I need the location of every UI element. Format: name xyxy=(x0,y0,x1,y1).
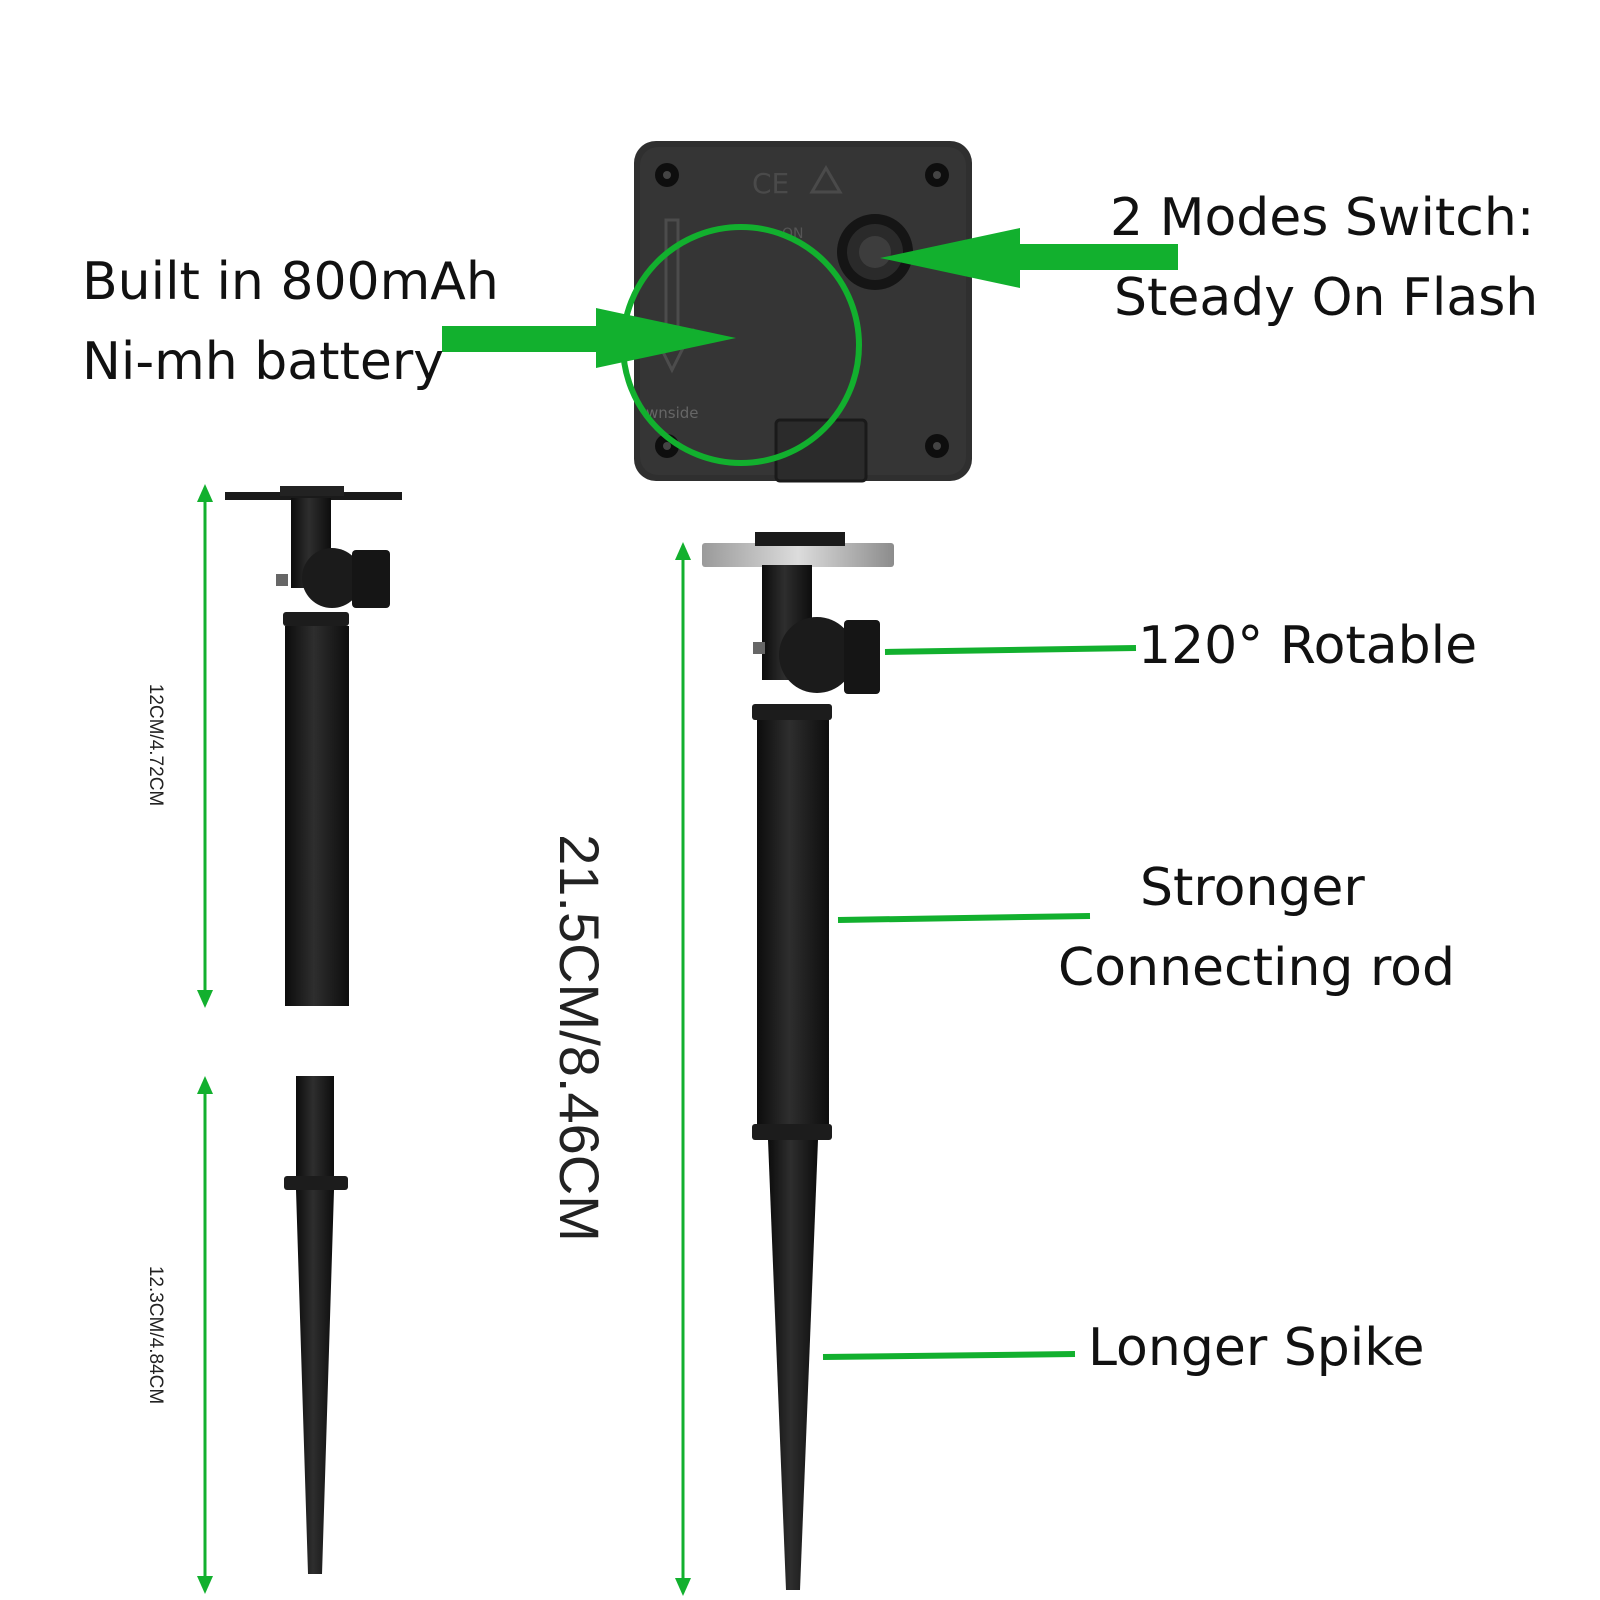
switch-callout-arrow xyxy=(880,228,1178,288)
switch-label-line2: Steady On Flash xyxy=(1114,268,1539,328)
recycle-icon xyxy=(809,165,843,194)
spike-dimension-text: 12.3CM/4.84CM xyxy=(145,1265,166,1405)
rod-label-line2: Connecting rod xyxy=(1058,938,1456,998)
mount-clip xyxy=(774,418,868,483)
screw-icon xyxy=(655,163,679,187)
rotatable-label: 120° Rotable xyxy=(1138,616,1478,676)
spike-label: Longer Spike xyxy=(1088,1318,1425,1378)
battery-label-line1: Built in 800mAh xyxy=(82,252,499,312)
spike-leader-line xyxy=(822,1351,1076,1360)
ce-mark: CE xyxy=(752,167,789,200)
spike-dimension-line xyxy=(197,1076,213,1594)
assembled-stake xyxy=(702,532,894,1590)
mode-switch-button xyxy=(837,214,913,290)
screw-icon xyxy=(925,163,949,187)
total-dimension-text: 21.5CM/8.46CM xyxy=(548,834,611,1242)
rod-dimension-line xyxy=(197,484,213,1008)
screw-icon xyxy=(925,434,949,458)
battery-callout-arrow xyxy=(442,308,736,368)
battery-label-line2: Ni-mh battery xyxy=(82,332,445,392)
spike-part xyxy=(284,1076,348,1574)
total-dimension-line xyxy=(675,542,691,1596)
rotatable-leader-line xyxy=(884,645,1137,655)
rod-label-line1: Stronger xyxy=(1140,858,1365,918)
rod-dimension-text: 12CM/4.72CM xyxy=(145,683,166,807)
downside-text: wnside xyxy=(646,404,699,422)
connecting-rod-part xyxy=(225,486,402,1006)
solar-panel-back: CE ON wnside xyxy=(620,141,972,483)
switch-label-line1: 2 Modes Switch: xyxy=(1110,188,1535,248)
rod-leader-line xyxy=(837,913,1091,923)
